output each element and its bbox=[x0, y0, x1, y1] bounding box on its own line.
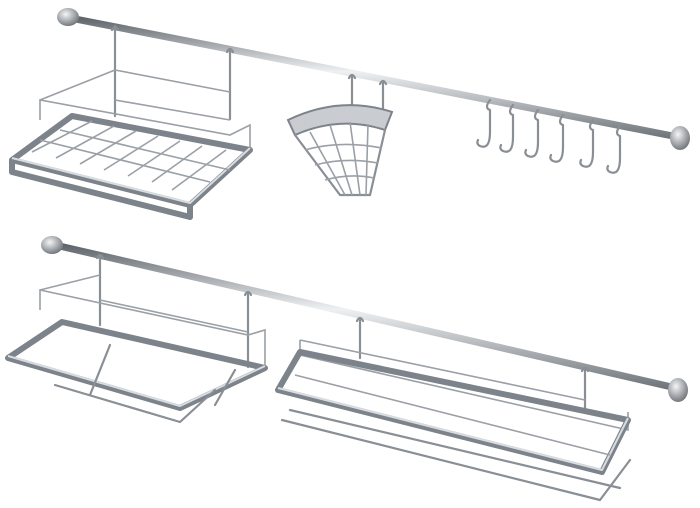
bottom-rail-right-end-cap bbox=[668, 378, 688, 402]
s-hooks bbox=[476, 98, 622, 174]
s-hook bbox=[499, 103, 515, 153]
bottom-rail-set bbox=[5, 236, 688, 502]
coffee-filter-holder bbox=[286, 73, 394, 197]
top-rail-right-end-cap bbox=[670, 126, 690, 150]
bottom-rail-bar bbox=[51, 241, 680, 392]
paper-towel-holder bbox=[5, 253, 268, 424]
top-rail-left-end-cap bbox=[57, 8, 79, 26]
s-hook bbox=[606, 124, 622, 174]
s-hook bbox=[524, 108, 540, 158]
long-storage-basket bbox=[275, 316, 632, 502]
s-hook bbox=[476, 98, 492, 148]
s-hook bbox=[579, 118, 595, 168]
bottom-rail-left-end-cap bbox=[41, 236, 63, 254]
s-hook bbox=[549, 113, 565, 163]
dish-shelf-basket bbox=[9, 24, 253, 220]
top-rail-set bbox=[9, 8, 690, 220]
top-rail-bar bbox=[66, 14, 682, 141]
